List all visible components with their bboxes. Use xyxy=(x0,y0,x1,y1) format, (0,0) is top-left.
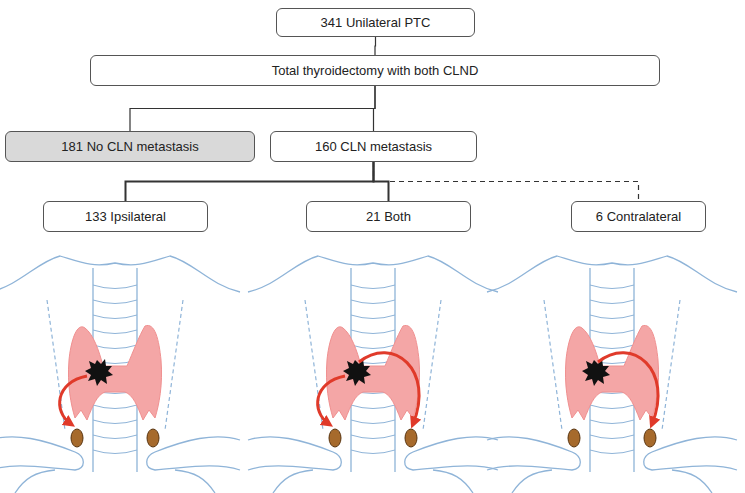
box-label: 21 Both xyxy=(366,209,411,224)
tree-connector xyxy=(126,162,374,201)
tree-connector xyxy=(374,86,376,131)
box-label: 133 Ipsilateral xyxy=(85,209,166,224)
process-box: 133 Ipsilateral xyxy=(43,201,208,232)
box-label: 181 No CLN metastasis xyxy=(61,139,198,154)
box-label: 160 CLN metastasis xyxy=(315,139,432,154)
neck-ipsilateral xyxy=(0,256,240,493)
box-label: 341 Unilateral PTC xyxy=(321,15,431,30)
process-box: 6 Contralateral xyxy=(571,201,706,232)
neck-both xyxy=(248,256,498,493)
neck-contralateral xyxy=(487,256,737,493)
process-box: 181 No CLN metastasis xyxy=(5,131,255,162)
tree-connector xyxy=(374,37,376,55)
process-box: Total thyroidectomy with both CLND xyxy=(90,55,660,86)
tree-connector xyxy=(130,86,375,131)
tree-connector xyxy=(374,162,639,201)
process-box: 160 CLN metastasis xyxy=(270,131,477,162)
process-box: 21 Both xyxy=(306,201,471,232)
box-label: 6 Contralateral xyxy=(596,209,681,224)
process-box: 341 Unilateral PTC xyxy=(276,8,475,37)
box-label: Total thyroidectomy with both CLND xyxy=(272,63,479,78)
